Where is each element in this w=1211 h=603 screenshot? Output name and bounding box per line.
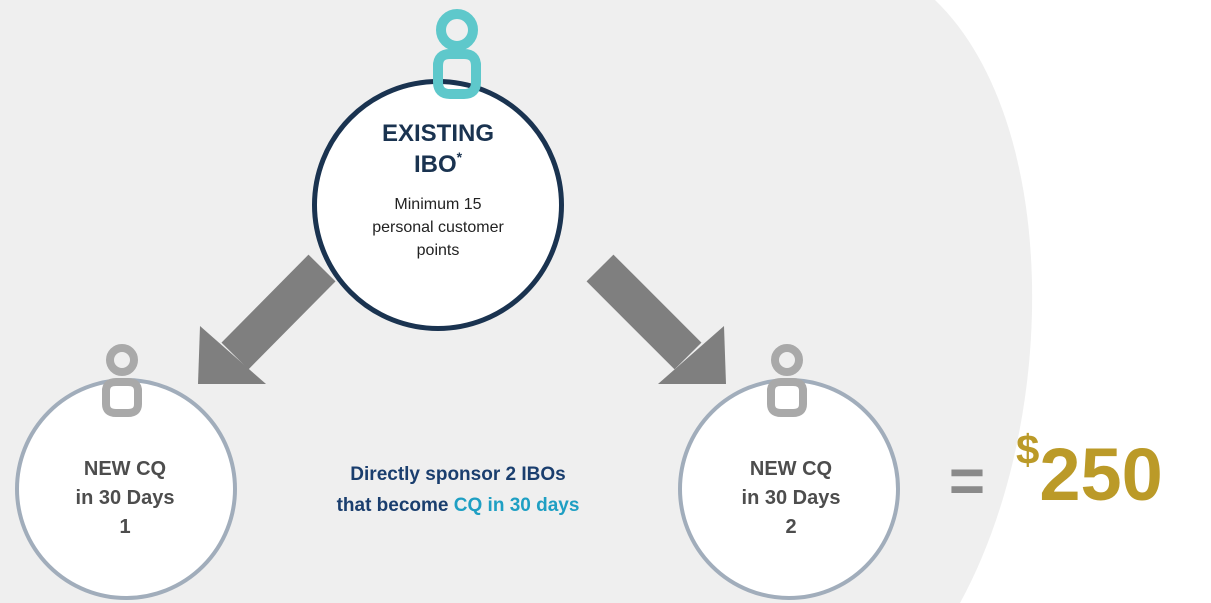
title-ibo: IBO [413, 151, 457, 178]
new-cq-label-2: NEW CQ in 30 Days 2 [706, 455, 876, 542]
person-icon [433, 9, 481, 99]
desc-line-3: points [416, 242, 460, 259]
new-cq-line-2: in 30 Days [75, 487, 175, 509]
amount-value: 250 [1039, 433, 1163, 516]
new-cq-number: 1 [119, 516, 131, 538]
new-cq-number: 2 [785, 516, 797, 538]
currency-symbol: $ [1016, 426, 1040, 473]
sponsor-line-2: that become CQ in 30 days [268, 490, 648, 521]
title-line-1: EXISTING [381, 120, 495, 147]
sponsor-line-1: Directly sponsor 2 IBOs [350, 464, 566, 485]
desc-line-2: personal customer [372, 219, 504, 236]
new-cq-line-1: NEW CQ [749, 458, 833, 480]
person-icon [102, 344, 142, 417]
new-cq-line-1: NEW CQ [83, 458, 167, 480]
existing-ibo-title: EXISTING IBO* [340, 118, 536, 180]
person-icon [767, 344, 807, 417]
arrow-down-right-icon [586, 254, 726, 384]
title-line-2: IBO* [340, 149, 536, 180]
existing-ibo-description: Minimum 15 personal customer points [340, 193, 536, 262]
sponsor-highlight: CQ in 30 days [453, 495, 580, 516]
reward-amount: $250 [1016, 425, 1211, 525]
footnote-mark: * [456, 149, 463, 165]
sponsor-line-2-prefix: that become [336, 495, 454, 516]
arrow-down-left-icon [198, 254, 336, 384]
new-cq-line-2: in 30 Days [741, 487, 841, 509]
equals-sign: = [948, 447, 986, 516]
existing-ibo-node [312, 79, 564, 331]
desc-line-1: Minimum 15 [394, 196, 482, 213]
new-cq-label-1: NEW CQ in 30 Days 1 [40, 455, 210, 542]
sponsor-description: Directly sponsor 2 IBOs that become CQ i… [268, 459, 648, 521]
